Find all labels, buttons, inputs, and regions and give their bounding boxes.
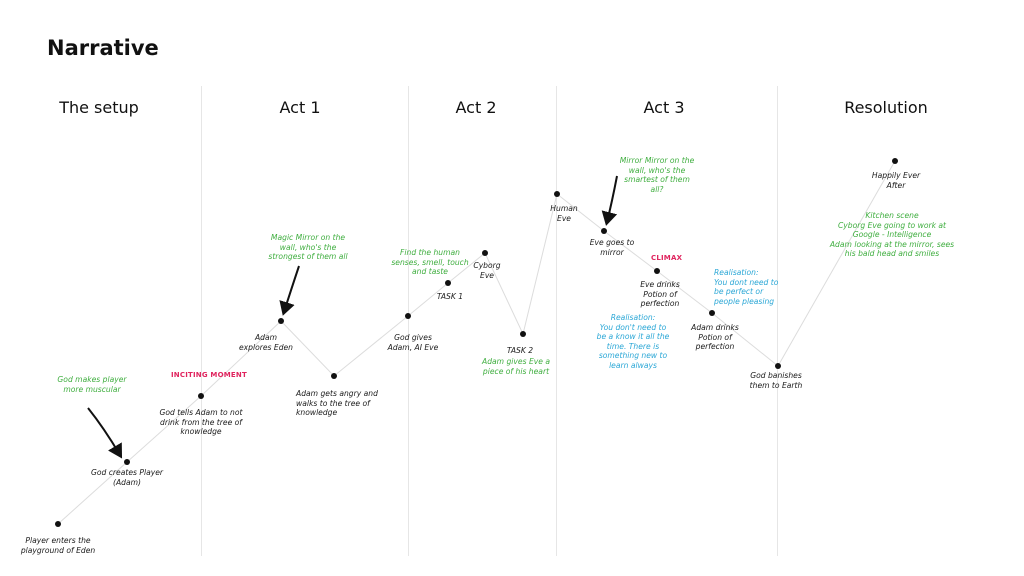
point-adam-angry (331, 373, 337, 379)
act-title-resolution: Resolution (844, 98, 928, 117)
point-god-tells (198, 393, 204, 399)
act-title-act-3: Act 3 (643, 98, 685, 117)
column-divider (777, 86, 778, 556)
point-adam-explores (278, 318, 284, 324)
act-title-act-1: Act 1 (279, 98, 321, 117)
point-god-banishes (775, 363, 781, 369)
point-task-1 (445, 280, 451, 286)
note-kitchen: Kitchen scene Cyborg Eve going to work a… (829, 211, 955, 259)
point-eve-mirror (601, 228, 607, 234)
event-task-2: TASK 2 (506, 346, 534, 355)
note-human-senses: Find the human senses, smell, touch and … (391, 248, 469, 277)
act-title-setup: The setup (59, 98, 139, 117)
column-divider (408, 86, 409, 556)
event-god-banishes: God banishes them to Earth (749, 371, 803, 390)
story-arc-line (57, 160, 896, 525)
point-player-enters (55, 521, 61, 527)
arrow-mirror-strongest (279, 265, 300, 316)
arrow-muscular (87, 407, 123, 459)
note-realisation-perfect: Realisation: You dont need to be perfect… (714, 268, 779, 306)
event-eve-drinks: Eve drinks Potion of perfection (640, 280, 680, 309)
event-adam-drinks: Adam drinks Potion of perfection (691, 323, 739, 352)
tag-climax: CLIMAX (651, 254, 683, 262)
event-eve-mirror: Eve goes to mirror (589, 238, 635, 257)
note-muscular: God makes player more muscular (57, 375, 127, 394)
event-happily: Happily Ever After (871, 171, 921, 190)
note-realisation-know: Realisation: You don't need to be a know… (596, 313, 670, 370)
event-adam-explores: Adam explores Eden (238, 333, 293, 352)
point-god-creates (124, 459, 130, 465)
page-title: Narrative (47, 36, 159, 60)
event-adam-angry: Adam gets angry and walks to the tree of… (296, 389, 378, 418)
column-divider (201, 86, 202, 556)
point-task-2 (520, 331, 526, 337)
act-title-act-2: Act 2 (455, 98, 497, 117)
point-human-eve (554, 191, 560, 197)
event-human-eve: Human Eve (550, 204, 578, 223)
note-gives-heart: Adam gives Eve a piece of his heart (482, 357, 550, 376)
event-god-tells: God tells Adam to not drink from the tre… (159, 408, 243, 437)
note-mirror-smartest: Mirror Mirror on the wall, who's the sma… (619, 156, 695, 194)
note-mirror-strongest: Magic Mirror on the wall, who's the stro… (268, 233, 348, 262)
event-god-gives: God gives Adam, AI Eve (387, 333, 439, 352)
point-god-gives (405, 313, 411, 319)
point-adam-drinks (709, 310, 715, 316)
column-divider (556, 86, 557, 556)
event-task-1: TASK 1 (436, 292, 464, 301)
event-god-creates: God creates Player (Adam) (90, 468, 164, 487)
point-cyborg-eve (482, 250, 488, 256)
point-eve-drinks (654, 268, 660, 274)
event-player-enters: Player enters the playground of Eden (20, 536, 96, 555)
tag-inciting-moment: INCITING MOMENT (171, 371, 247, 379)
point-happily (892, 158, 898, 164)
event-cyborg-eve: Cyborg Eve (473, 261, 501, 280)
arrow-mirror-smartest (601, 175, 618, 226)
